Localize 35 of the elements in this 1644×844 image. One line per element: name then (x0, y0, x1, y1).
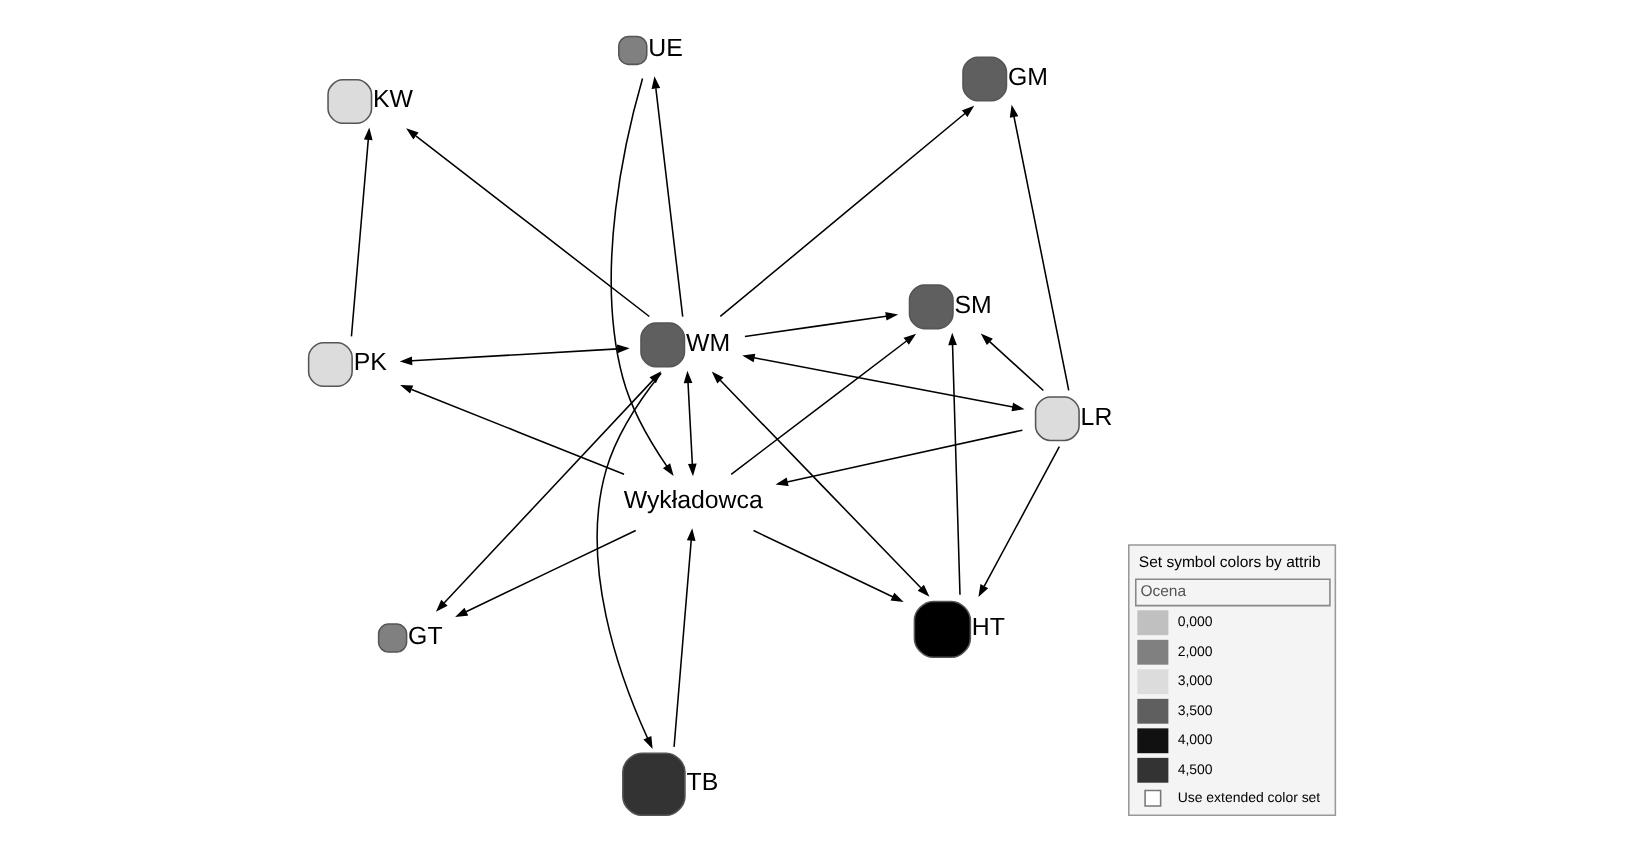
arrow (350, 127, 373, 338)
arrow (610, 77, 674, 476)
arrow (711, 371, 930, 597)
node-label: TB (686, 768, 719, 797)
arrow (730, 333, 917, 476)
node-text: Wykładowca (623, 486, 763, 515)
arrow (400, 384, 625, 476)
arrow (399, 344, 630, 366)
arrow (744, 311, 899, 338)
arrow (978, 445, 1061, 598)
label: Set symbol colors by attrib (1138, 552, 1321, 571)
arrow (752, 529, 904, 603)
arrow (406, 128, 651, 318)
arrow (1009, 104, 1070, 392)
node-label: GT (408, 621, 443, 650)
arrow (980, 333, 1045, 392)
arrow (596, 372, 662, 750)
arrow (948, 332, 961, 596)
label: Ocena (1140, 582, 1187, 601)
node-label: UE (648, 34, 683, 63)
arrow (673, 528, 696, 748)
arrow (651, 76, 684, 318)
node-label: GM (1008, 62, 1049, 91)
arrow (683, 370, 697, 477)
arrow (742, 353, 1025, 412)
node-label: WM (686, 328, 731, 357)
arrow (719, 105, 975, 318)
node-label: SM (954, 290, 992, 319)
node-label: KW (373, 85, 414, 114)
node-label: PK (353, 348, 387, 377)
arrow (775, 429, 1024, 487)
node-label: LR (1080, 402, 1113, 431)
node-label: HT (971, 613, 1005, 642)
arrow (455, 529, 637, 617)
arrow (435, 371, 662, 612)
